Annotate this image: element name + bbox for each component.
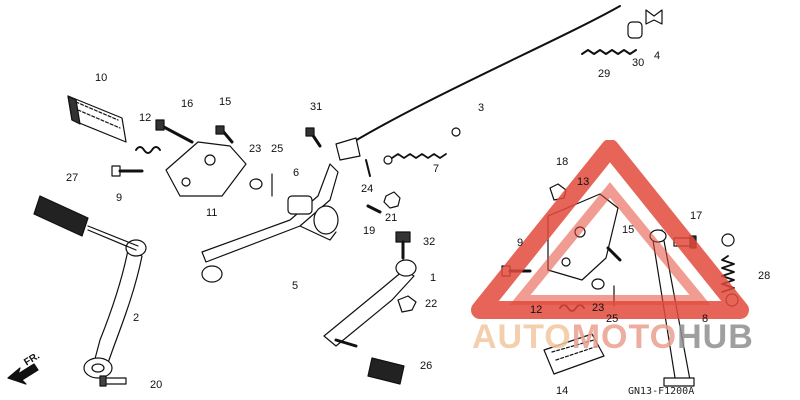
gearshift-lever — [323, 259, 417, 348]
footpeg-bracket — [165, 141, 247, 197]
bolt-19 — [366, 204, 382, 214]
callout-13: 13 — [577, 176, 590, 188]
callout-32: 32 — [423, 236, 436, 248]
spring-29 — [581, 49, 637, 55]
callout-11: 11 — [206, 207, 218, 219]
collar-23-left — [249, 178, 263, 190]
shift-rubber — [367, 357, 405, 385]
callout-23: 23 — [249, 143, 262, 155]
bolt-15-right — [606, 246, 622, 262]
wing-nut-4 — [645, 9, 663, 25]
pin-9-left — [111, 165, 144, 177]
callout-20: 20 — [150, 379, 163, 391]
callout-28: 28 — [758, 270, 771, 282]
callout-16: 16 — [181, 98, 194, 110]
nut-21 — [383, 191, 401, 209]
brake-cable — [335, 5, 621, 161]
callout-25: 25 — [271, 143, 284, 155]
collar-6 — [287, 195, 313, 215]
callout-31: 31 — [310, 101, 323, 113]
callout-9: 9 — [116, 192, 123, 204]
callout-2: 2 — [133, 312, 140, 324]
callout-22: 22 — [425, 298, 438, 310]
joint-30 — [627, 21, 643, 39]
callout-26: 26 — [420, 360, 433, 372]
pin-24 — [365, 159, 371, 177]
callout-17: 17 — [690, 210, 703, 222]
diagram-reference-code: GN13-F1200A — [628, 386, 695, 397]
callout-1: 1 — [430, 272, 437, 284]
bolt-31 — [305, 127, 322, 148]
callout-15: 15 — [219, 96, 232, 108]
callout-18: 18 — [556, 156, 569, 168]
callout-5: 5 — [292, 280, 299, 292]
footpeg-right — [543, 333, 605, 375]
bolt-16 — [155, 119, 194, 144]
callout-24: 24 — [361, 183, 374, 195]
callout-23b: 23 — [592, 302, 605, 314]
callout-10: 10 — [95, 72, 108, 84]
kick-pedal-rubber — [33, 195, 139, 251]
callout-19: 19 — [363, 225, 376, 237]
callout-15b: 15 — [622, 224, 635, 236]
bolt-20 — [99, 375, 127, 387]
kick-starter-arm — [83, 239, 147, 379]
callout-8: 8 — [702, 313, 709, 325]
callout-27: 27 — [66, 172, 79, 184]
callout-30: 30 — [632, 57, 645, 69]
callout-14: 14 — [556, 385, 569, 397]
watermark-text: AUTOMOTOHUB — [472, 318, 754, 356]
front-direction-arrow-icon — [7, 363, 39, 385]
bolt-15 — [215, 125, 234, 144]
callout-12b: 12 — [530, 304, 543, 316]
return-spring-7 — [383, 127, 461, 165]
callout-3: 3 — [478, 102, 485, 114]
nut-22 — [397, 295, 417, 313]
callout-29: 29 — [598, 68, 611, 80]
callout-21: 21 — [385, 212, 398, 224]
footpeg-left — [67, 95, 127, 143]
bolt-32 — [395, 231, 411, 260]
callout-4: 4 — [654, 50, 661, 62]
callout-9b: 9 — [517, 237, 524, 249]
collar-23-right — [591, 278, 605, 290]
callout-25b: 25 — [606, 313, 619, 325]
spring-12 — [135, 146, 161, 154]
callout-6: 6 — [293, 167, 300, 179]
watermark-logo-icon — [471, 140, 749, 319]
callout-7: 7 — [433, 163, 440, 175]
callout-12: 12 — [139, 112, 152, 124]
